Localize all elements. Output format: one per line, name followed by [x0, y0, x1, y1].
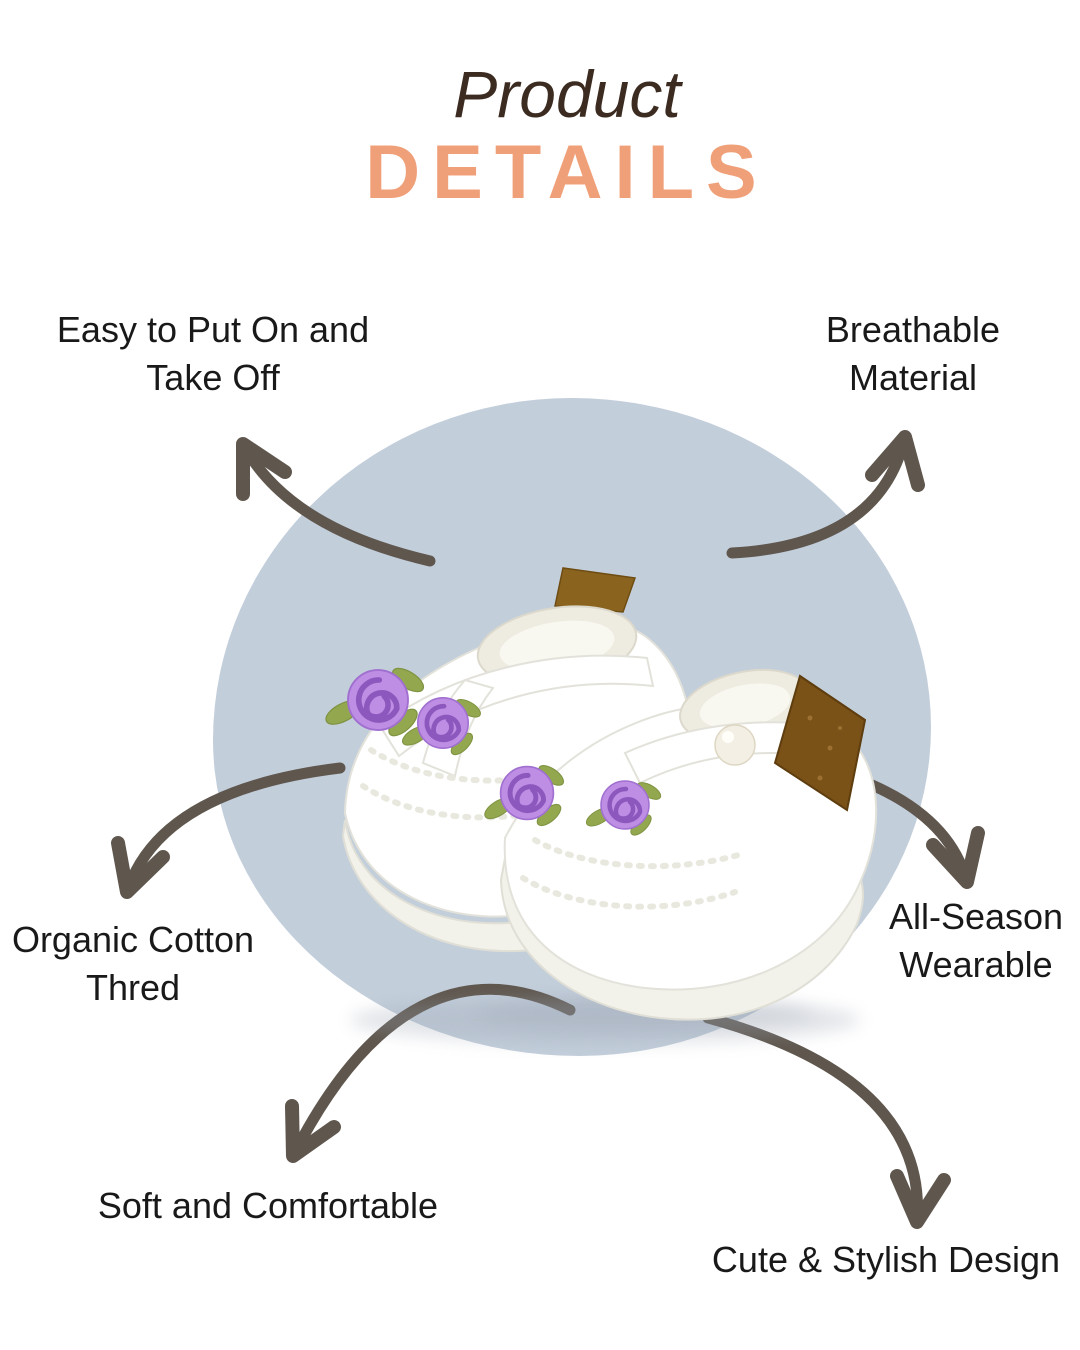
feature-label-line: Soft and Comfortable	[97, 1185, 439, 1226]
leather-tag	[773, 674, 867, 812]
rose-4	[585, 780, 662, 836]
arrow-mid-left-icon	[111, 762, 346, 899]
feature-cute-stylish-design: Cute & Stylish Design	[690, 1236, 1080, 1284]
arrow-top-right-icon	[726, 430, 925, 559]
feature-label-line: Material	[848, 356, 978, 398]
title-script: Product	[453, 57, 681, 131]
feature-label-line: Cute & Stylish Design	[711, 1239, 1061, 1280]
rose-1	[325, 667, 425, 737]
feature-label-line: Easy to Put On and	[56, 309, 370, 350]
heel-tag	[554, 567, 637, 613]
feature-organic-cotton-thread: Organic Cotton Thred	[2, 916, 264, 1011]
feature-label-line: Thred	[85, 966, 181, 1008]
feature-all-season-wearable: All-Season Wearable	[865, 893, 1080, 988]
header: Product DETAILS	[0, 57, 1080, 216]
arrow-top-left-icon	[236, 437, 436, 567]
right-bootie	[499, 669, 878, 1021]
arrow-bottom-left-icon	[285, 983, 576, 1163]
pearl-button	[714, 724, 756, 766]
feature-label-line: Breathable	[825, 309, 1001, 350]
feature-label-line: Wearable	[899, 943, 1053, 985]
feature-label-line: Organic Cotton	[11, 919, 255, 960]
feature-soft-and-comfortable: Soft and Comfortable	[78, 1182, 458, 1230]
rose-2	[401, 697, 481, 756]
feature-breathable-material: Breathable Material	[803, 306, 1023, 401]
product-photo	[325, 567, 878, 1044]
rose-3	[484, 765, 565, 827]
feature-label-line: Take Off	[146, 356, 280, 398]
feature-easy-to-put-on-take-off: Easy to Put On and Take Off	[33, 306, 393, 401]
feature-label-line: All-Season	[888, 896, 1064, 937]
page-title: DETAILS	[365, 130, 769, 216]
